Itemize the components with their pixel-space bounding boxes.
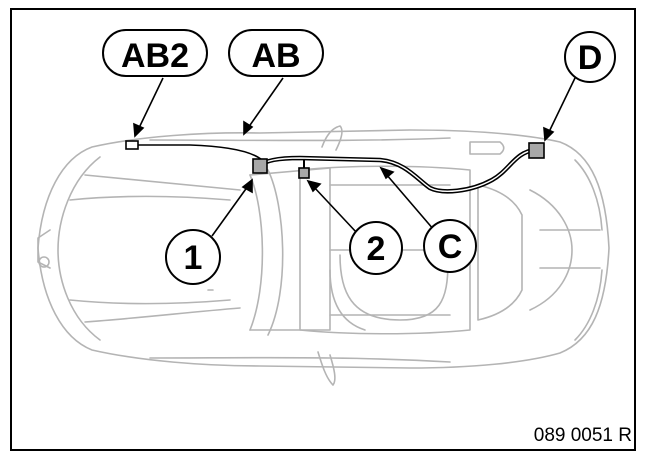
label-ab: AB: [251, 37, 300, 75]
main-cable-core: [259, 149, 536, 192]
arrowhead-2: [306, 179, 322, 193]
diagram-frame: [10, 8, 636, 451]
callout-c: C: [423, 219, 477, 273]
callout-2: 2: [349, 221, 403, 275]
arrowhead-c: [379, 166, 395, 180]
label-ab2: AB2: [121, 37, 189, 75]
callout-1: 1: [165, 229, 221, 285]
connector-1: [252, 158, 268, 174]
ab2-cable: [131, 144, 263, 161]
callout-ab2: AB2: [102, 29, 208, 77]
arrowhead-1: [241, 178, 253, 194]
label-d: D: [578, 39, 603, 77]
callout-d: D: [564, 31, 616, 83]
label-1: 1: [184, 239, 203, 277]
label-2: 2: [367, 230, 386, 268]
label-c: C: [438, 228, 463, 266]
callout-ab: AB: [228, 29, 324, 77]
connectors: [125, 140, 545, 179]
connector-ab2: [125, 140, 139, 150]
car-outline: [37, 125, 610, 386]
connector-2: [298, 167, 310, 179]
arrowhead-ab: [243, 120, 254, 136]
connector-d: [528, 142, 545, 159]
arrowhead-ab2: [133, 122, 145, 138]
leader-lines: [133, 77, 576, 237]
reference-code: 089 0051 R: [533, 425, 632, 446]
arrowhead-d: [543, 126, 555, 142]
wiring-harness: [131, 144, 538, 194]
